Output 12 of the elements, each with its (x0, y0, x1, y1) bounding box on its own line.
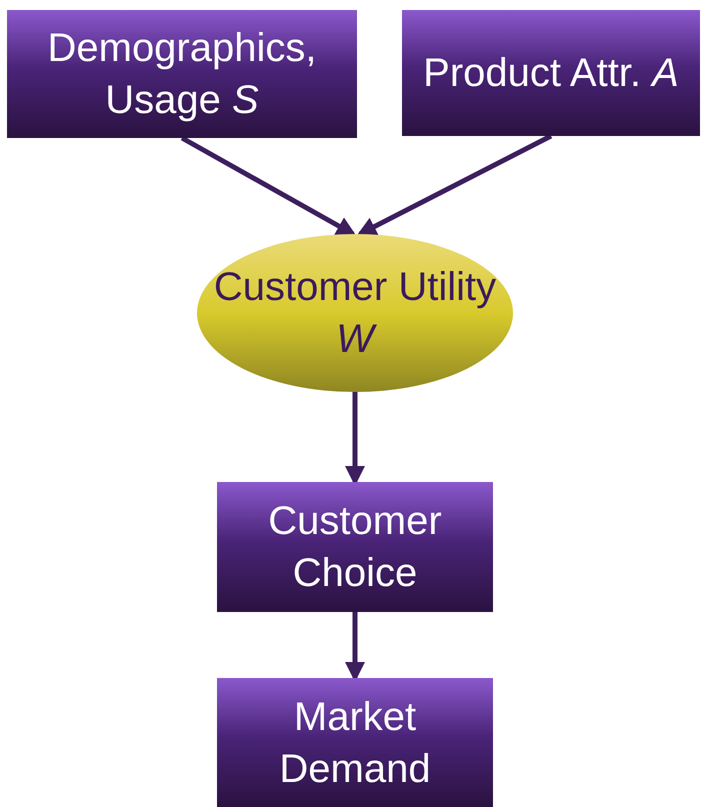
process-box (402, 10, 700, 136)
node-label: Market Demand (278, 694, 432, 792)
node-label: Customer Utility W (212, 264, 498, 363)
node-label: Product Attr. A (423, 50, 679, 97)
node-label: Customer Choice (267, 498, 443, 597)
process-box (217, 482, 493, 612)
arrow (356, 134, 552, 236)
process-box (7, 10, 357, 138)
process-box (217, 678, 493, 807)
ellipse-node (197, 234, 513, 392)
node-label: Demographics, Usage S (46, 25, 318, 124)
arrow (180, 136, 356, 236)
